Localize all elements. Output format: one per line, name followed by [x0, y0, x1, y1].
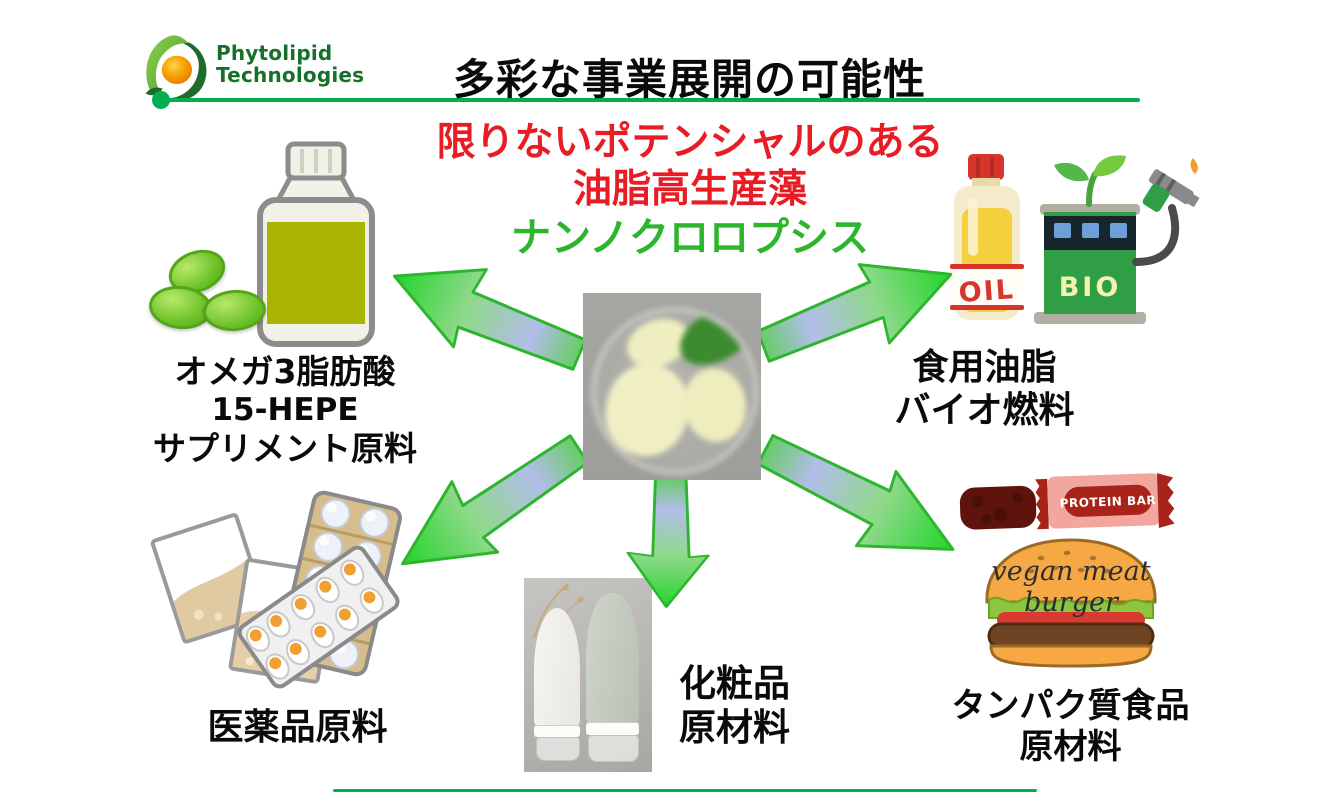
algae-cell-membrane [591, 307, 759, 475]
supplement-bottle-icon [257, 141, 375, 347]
protein-label-line2: 原材料 [1019, 726, 1122, 767]
fuel-drop-icon [1190, 158, 1198, 174]
burger-icon [985, 538, 1157, 668]
capsule-blister-icon [237, 545, 400, 689]
arrow-to-cosmetics [626, 476, 710, 608]
pharma-label: 医薬品原料 [207, 707, 388, 748]
fuel-hose-icon [1132, 204, 1179, 266]
oil-bottle-text: OIL [958, 274, 1016, 309]
cosmetic-bottles-photo [524, 578, 652, 772]
arrow-to-protein [756, 434, 955, 551]
oil-fuel-label: 食用油脂 バイオ燃料 [862, 346, 1107, 432]
algae-cell-blur-layer [583, 293, 761, 480]
oil-fuel-label-line1: 食用油脂 [912, 347, 1057, 388]
lipid-droplet [679, 364, 751, 446]
bottle-cap-band [534, 725, 580, 737]
sesame-seeds [1027, 550, 1111, 574]
brand-line1: Phytolipid [216, 41, 333, 65]
brand-name: Phytolipid Technologies [216, 42, 364, 87]
bottle-cap-band [586, 722, 639, 735]
patty-layer [987, 622, 1155, 650]
bottle-cap-frosted [588, 735, 639, 762]
sprout-leaf-icon [1054, 162, 1089, 182]
bottom-bun [989, 644, 1153, 668]
bio-pump-text: BIO [1059, 272, 1122, 303]
phytolipid-logo-icon [145, 35, 207, 102]
lipid-droplet [597, 356, 697, 464]
supplement-label: オメガ3脂肪酸 15-HEPE サプリメント原料 [120, 352, 450, 468]
sprout-stem-icon [1086, 171, 1098, 207]
header-underline [162, 98, 1140, 102]
arrow-to-supplement [392, 268, 587, 371]
center-headline: 限りないポテンシャルのある 油脂高生産藻 ナンノクロロプシス [340, 120, 1040, 262]
algae-cell-image [583, 293, 761, 480]
protein-bar-text: PROTEIN BAR [1059, 493, 1156, 510]
supplement-label-line3: サプリメント原料 [153, 428, 417, 468]
bottle-cap-frosted [536, 737, 580, 761]
supplement-label-line1: オメガ3脂肪酸 [174, 352, 396, 391]
headline-line3: ナンノクロロプシス [511, 214, 869, 261]
page-title: 多彩な事業展開の可能性 [453, 55, 927, 104]
cosmetic-bottle-sage [586, 593, 639, 723]
arrow-to-pharma [401, 434, 590, 566]
chloroplast [672, 312, 754, 372]
oil-fuel-label-line2: バイオ燃料 [894, 390, 1075, 432]
headline-line2: 油脂高生産藻 [572, 166, 807, 212]
cosmetics-label: 化粧品 原材料 [652, 662, 817, 751]
protein-bar-icon: PROTEIN BAR [959, 473, 1175, 530]
oil-bottle-and-bio-pump-icon: OIL BIO [950, 154, 1200, 324]
headline-line1: 限りないポテンシャルのある [436, 120, 944, 165]
cosmetic-bottle-white [534, 608, 580, 726]
cosmetics-label-line2: 原材料 [679, 706, 790, 750]
arrow-to-oil-fuel [756, 263, 953, 363]
protein-label-line1: タンパク質食品 [951, 686, 1190, 726]
protein-label: タンパク質食品 原材料 [938, 686, 1203, 768]
brand-line2: Technologies [216, 63, 365, 88]
supplement-label-line2: 15-HEPE [211, 391, 359, 428]
cosmetics-label-line1: 化粧品 [679, 662, 790, 705]
fuel-nozzle-icon [1142, 169, 1200, 212]
footer-rule [333, 789, 1037, 792]
burger-caption: vegan meat burger [991, 556, 1151, 618]
medicine-packs-icon [150, 490, 402, 689]
rule-dot [152, 91, 170, 109]
sprout-leaf-icon [1093, 155, 1126, 177]
